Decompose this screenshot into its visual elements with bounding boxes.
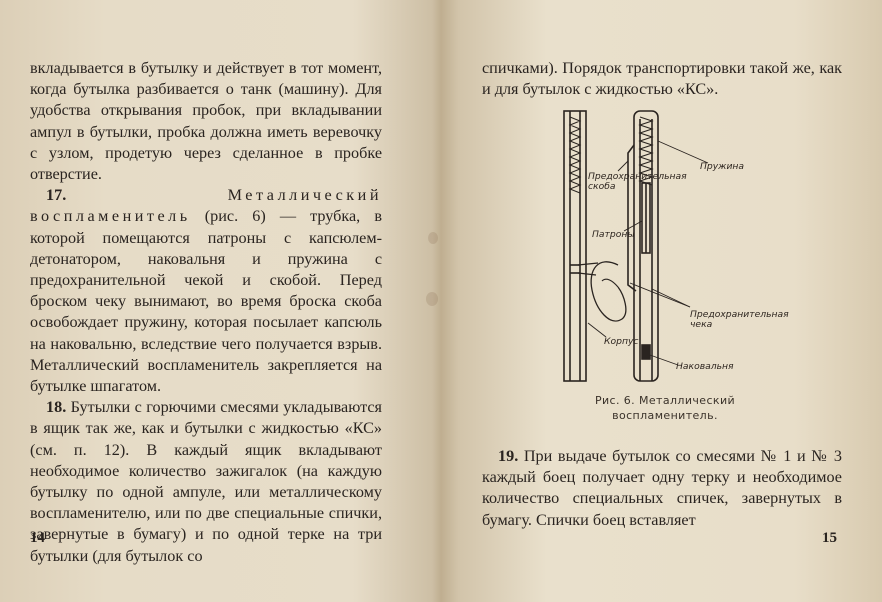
paragraph-18: 18. Бутылки с горючими смесями укладываю…	[30, 397, 382, 567]
label-spring: Пружина	[700, 161, 745, 172]
paragraph-continuation: спичками). Порядок транспортировки такой…	[482, 59, 842, 99]
label-safety-bracket: Предохранительная скоба	[588, 171, 687, 192]
paper-stain	[428, 232, 438, 244]
paragraph-continuation: вкладывается в бутылку и действует в тот…	[30, 59, 382, 184]
paragraph-17-text: (рис. 6) — трубка, в которой помещаются …	[30, 207, 382, 396]
igniter-diagram	[563, 110, 709, 382]
paragraph-18-text: Бутылки с горючими смесями укладываются …	[30, 398, 382, 565]
left-tube-outline	[563, 110, 587, 382]
right-page: спичками). Порядок транспортировки такой…	[442, 0, 882, 602]
safety-bracket	[627, 144, 637, 292]
paper-stain	[426, 292, 438, 306]
safety-pin-loop	[590, 261, 627, 322]
anvil	[641, 344, 651, 360]
right-page-intro: спичками). Порядок транспортировки такой…	[482, 58, 842, 100]
left-page: вкладывается в бутылку и действует в тот…	[0, 0, 436, 602]
label-body: Корпус	[604, 336, 639, 347]
left-page-text: вкладывается в бутылку и действует в тот…	[30, 58, 382, 567]
page-number-left: 14	[30, 530, 45, 546]
paragraph-19-text: При выдаче бутылок со смесями № 1 и № 3 …	[482, 447, 842, 529]
term-metal-igniter: Металлический воспламенитель	[30, 186, 382, 226]
spring-coil	[638, 116, 654, 186]
paragraph-19: 19. При выдаче бутылок со смесями № 1 и …	[482, 446, 842, 531]
label-cartridges: Патроны	[592, 229, 635, 240]
paragraph-17: 17. Металлический воспламенитель (рис. 6…	[30, 185, 382, 397]
right-tube-outline	[633, 110, 659, 382]
figure-caption: Рис. 6. Металлический воспламенитель.	[594, 394, 736, 422]
page-number-right: 15	[822, 530, 837, 546]
paragraph-number: 17.	[46, 186, 67, 205]
paragraph-number: 18.	[46, 398, 67, 417]
left-tube-spring	[568, 116, 582, 194]
paragraph-number: 19.	[498, 447, 519, 465]
label-safety-pin: Предохранительная чека	[690, 309, 789, 330]
label-anvil: Наковальня	[676, 361, 734, 372]
